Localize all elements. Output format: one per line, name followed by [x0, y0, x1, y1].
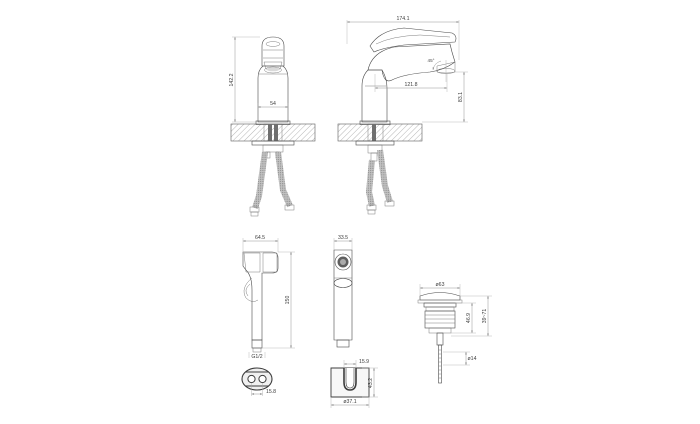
mounting-hardware-right: [355, 120, 395, 162]
dim-label-connector-hole-spacing: 15.8: [266, 389, 276, 395]
dim-front-base-width: 54: [257, 101, 289, 120]
dim-bracket-slot-width: 15.9: [343, 359, 369, 368]
dim-label-front-base-width: 54: [270, 101, 276, 107]
mounting-hardware-left: [251, 120, 295, 159]
view-sprayer-side: 33.5: [333, 235, 353, 348]
dim-label-spout-reach: 121.8: [405, 82, 418, 88]
dim-label-sprayer-thread: G1/2: [251, 354, 262, 360]
dim-label-bracket-diameter: ø37.1: [343, 399, 356, 405]
view-wall-bracket: 15.9 43.2 ø37.1: [330, 359, 378, 408]
dim-front-height: 142.2: [229, 36, 260, 123]
dim-waste-body-height: 46.9: [451, 302, 476, 334]
view-connector-detail: 15.8: [241, 367, 276, 396]
dim-label-side-length: 174.1: [397, 16, 410, 22]
supply-hose-right-1: [365, 159, 377, 215]
view-pop-up-waste: ø63 46.9 39~71 ø14: [417, 282, 492, 384]
dim-label-front-height: 142.2: [229, 73, 235, 86]
view-front-faucet: 142.2 54: [229, 36, 316, 217]
faucet-front-body: [257, 36, 289, 123]
dim-label-waste-adjust-range: 39~71: [482, 309, 488, 324]
dim-waste-rod-diameter: ø14: [443, 351, 477, 366]
dim-bracket-diameter: ø37.1: [330, 397, 370, 408]
supply-hose-left-1: [249, 151, 268, 217]
dim-spout-height: 83.1: [422, 71, 468, 123]
dim-sprayer-depth: 33.5: [333, 235, 353, 250]
dim-spout-reach: 121.8: [374, 74, 448, 92]
countertop-section-left: [230, 123, 316, 142]
dim-label-sprayer-width: 64.5: [255, 235, 265, 241]
dim-waste-adjust-range: 39~71: [451, 295, 492, 337]
supply-hose-left-2: [275, 151, 295, 211]
connector-face: [241, 367, 273, 391]
dim-spout-angle: 45°: [428, 58, 447, 82]
dim-label-sprayer-depth: 33.5: [338, 235, 348, 241]
dim-connector-hole-spacing: 15.8: [251, 383, 276, 396]
supply-hose-right-2: [377, 149, 395, 207]
view-side-faucet: 174.1 121.8 83.1 45°: [337, 16, 468, 215]
waste-body: [417, 292, 463, 384]
dim-sprayer-width: 64.5: [242, 235, 279, 252]
dim-sprayer-height: 150: [262, 251, 295, 349]
note-sprayer-thread: G1/2: [248, 352, 266, 360]
dim-label-bracket-slot-width: 15.9: [359, 359, 369, 365]
dim-label-waste-cap-diameter: ø63: [436, 282, 445, 288]
countertop-section-right: [337, 123, 423, 142]
dim-bracket-height: 43.2: [362, 367, 378, 398]
sprayer-front-body: [242, 251, 279, 353]
dim-label-sprayer-height: 150: [285, 296, 291, 305]
dim-label-waste-rod-diameter: ø14: [468, 356, 477, 362]
dim-label-bracket-height: 43.2: [368, 378, 374, 388]
wall-bracket-body: [330, 367, 370, 398]
dim-label-spout-height: 83.1: [458, 92, 464, 102]
faucet-side-body: [361, 27, 457, 123]
view-sprayer-front: 64.5 150 G1/2: [242, 235, 295, 360]
dim-side-length: 174.1: [346, 16, 460, 60]
dim-label-spout-angle: 45°: [428, 58, 435, 63]
dim-label-waste-body-height: 46.9: [466, 313, 472, 323]
dim-waste-cap-diameter: ø63: [419, 282, 461, 296]
sprayer-side-body: [333, 249, 353, 348]
